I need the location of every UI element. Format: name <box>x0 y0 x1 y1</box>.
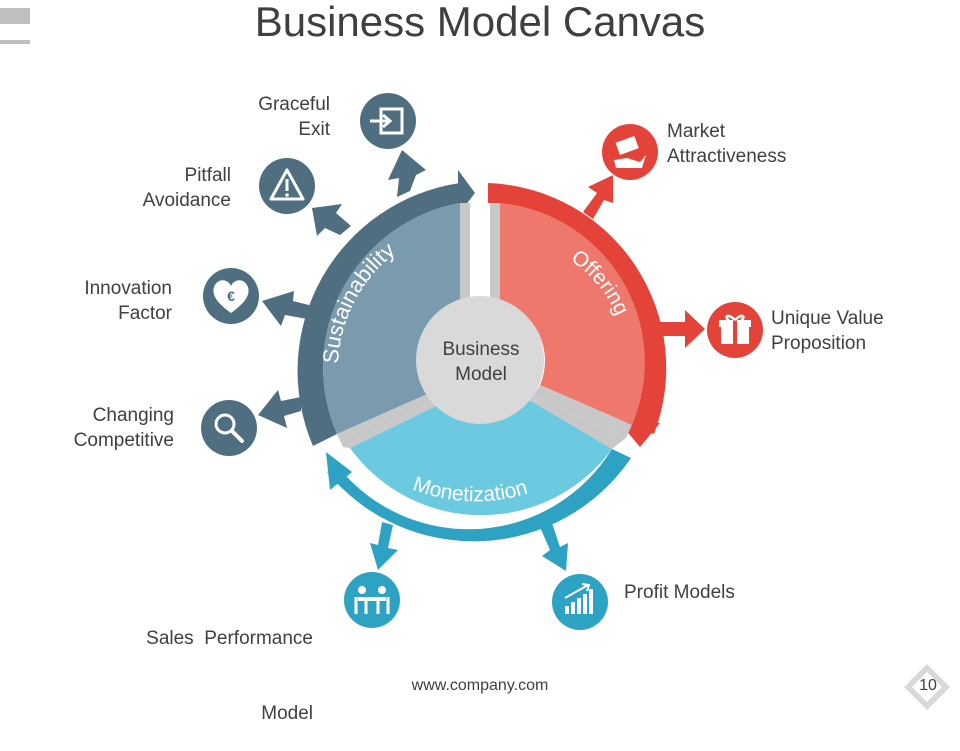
monetization-outer-ring <box>327 449 631 542</box>
arrow-innovation-factor <box>262 291 313 326</box>
label-sales-performance-line1: Sales Performance <box>146 628 313 649</box>
center-label-line2: Model <box>455 364 507 385</box>
label-unique-value-line2: Proposition <box>771 333 867 354</box>
monetization-divider <box>343 396 626 449</box>
label-unique-value-line1: Unique Value <box>771 308 884 329</box>
label-sales-performance-line2: Model <box>261 703 313 724</box>
label-innovation-factor-line2: Factor <box>118 303 172 324</box>
monetization-arrowhead <box>326 452 352 490</box>
label-pitfall-avoidance-line1: Pitfall <box>184 165 231 186</box>
corner-bar-bottom <box>0 40 30 44</box>
page-number-badge <box>904 664 950 710</box>
arrow-unique-value <box>655 310 705 348</box>
sustainability-outer-ring <box>297 183 460 446</box>
arrow-profit-models <box>540 523 568 571</box>
arrow-pitfall-avoidance <box>312 204 351 236</box>
label-market-attractiveness-line1: Market <box>667 121 726 142</box>
exit-icon <box>360 93 416 149</box>
sustainability-segment <box>323 203 460 434</box>
label-graceful-exit-line2: Exit <box>298 119 330 140</box>
label-profit-models: Profit Models <box>624 580 735 605</box>
svg-text:€: € <box>227 288 235 304</box>
gift-icon <box>707 302 763 358</box>
label-changing-competitive-line2: Competitive <box>73 430 174 451</box>
label-profit-models-line1: Profit Models <box>624 582 735 603</box>
business-model-diagram: Business Model Sustainability Offering M… <box>201 93 950 710</box>
page-title: Business Model Canvas <box>254 0 706 45</box>
label-changing-competitive-line1: Changing <box>92 405 174 426</box>
label-pitfall-avoidance: Pitfall Avoidance <box>143 163 231 213</box>
label-graceful-exit-line1: Graceful <box>258 94 330 115</box>
arrow-changing-competitive <box>258 390 301 428</box>
offering-arrows <box>583 175 705 348</box>
arrow-graceful-exit <box>388 150 426 197</box>
money-hand-icon <box>602 124 658 180</box>
monetization-segment <box>350 398 612 516</box>
warning-icon <box>259 158 315 214</box>
offering-segment <box>500 203 645 425</box>
arrow-market-attractiveness <box>583 175 613 219</box>
label-innovation-factor-line1: Innovation <box>84 278 172 299</box>
arrow-sales-performance <box>370 522 398 570</box>
label-market-attractiveness-line2: Attractiveness <box>667 146 787 167</box>
label-market-attractiveness: Market Attractiveness <box>667 119 786 169</box>
label-pitfall-avoidance-line2: Avoidance <box>142 190 231 211</box>
footer-url: www.company.com <box>411 677 549 694</box>
label-unique-value: Unique Value Proposition <box>771 306 884 356</box>
meeting-icon <box>344 572 400 628</box>
page-number: 10 <box>919 677 937 694</box>
label-sales-performance: Sales Performance Model <box>146 576 313 751</box>
corner-bar-top <box>0 8 30 24</box>
magnifier-icon <box>201 400 257 456</box>
label-changing-competitive: Changing Competitive <box>74 403 174 453</box>
sustainability-arrows <box>258 150 426 428</box>
label-innovation-factor: Innovation Factor <box>84 276 172 326</box>
center-label-line1: Business <box>442 339 519 360</box>
label-graceful-exit: Graceful Exit <box>258 92 330 142</box>
heart-euro-icon: € <box>203 268 259 324</box>
center-circle <box>416 296 544 424</box>
monetization-arrows <box>370 522 568 571</box>
growth-chart-icon <box>552 574 608 630</box>
